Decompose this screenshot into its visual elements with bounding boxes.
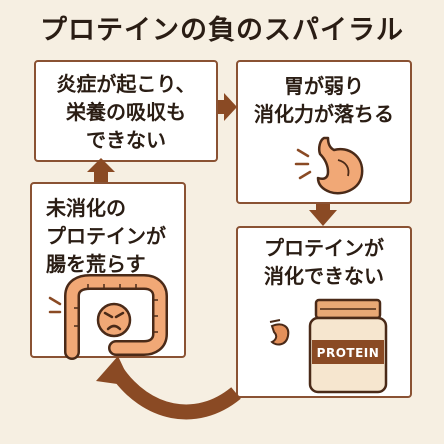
arrow-down	[309, 204, 337, 226]
step-line: できない	[86, 128, 166, 152]
step-line: 消化力が落ちる	[254, 102, 394, 126]
diagram-title: プロテインの負のスパイラル	[40, 15, 404, 46]
stomach-icon	[294, 136, 364, 195]
step-line: 未消化の	[46, 196, 126, 220]
intestine-icon	[48, 274, 168, 360]
step-line: プロテインが	[46, 224, 166, 248]
protein-jar-icon: PROTEIN	[269, 298, 388, 394]
step-line: 消化できない	[264, 264, 384, 288]
step-text: プロテインが 消化できない	[238, 234, 410, 290]
step-line: プロテインが	[264, 236, 384, 260]
step-line: 栄養の吸収も	[66, 100, 186, 124]
step-line: 腸を荒らす	[46, 252, 146, 276]
arrow-up	[87, 158, 115, 182]
step-box-undigested: プロテインが 消化できない PROTEIN	[236, 226, 412, 398]
step-box-intestine: 未消化の プロテインが 腸を荒らす	[30, 182, 186, 360]
step-box-inflammation: 炎症が起こり、 栄養の吸収も できない	[34, 60, 218, 162]
step-box-weak-stomach: 胃が弱り 消化力が落ちる	[236, 60, 412, 204]
arrow-right	[218, 93, 237, 121]
step-line: 胃が弱り	[284, 74, 364, 98]
step-line: 炎症が起こり、	[56, 72, 196, 96]
step-text: 胃が弱り 消化力が落ちる	[238, 72, 410, 128]
arrow-curved	[96, 356, 241, 420]
step-text: 炎症が起こり、 栄養の吸収も できない	[36, 70, 216, 154]
step-text: 未消化の プロテインが 腸を荒らす	[46, 194, 166, 278]
jar-label-text: PROTEIN	[317, 346, 380, 360]
